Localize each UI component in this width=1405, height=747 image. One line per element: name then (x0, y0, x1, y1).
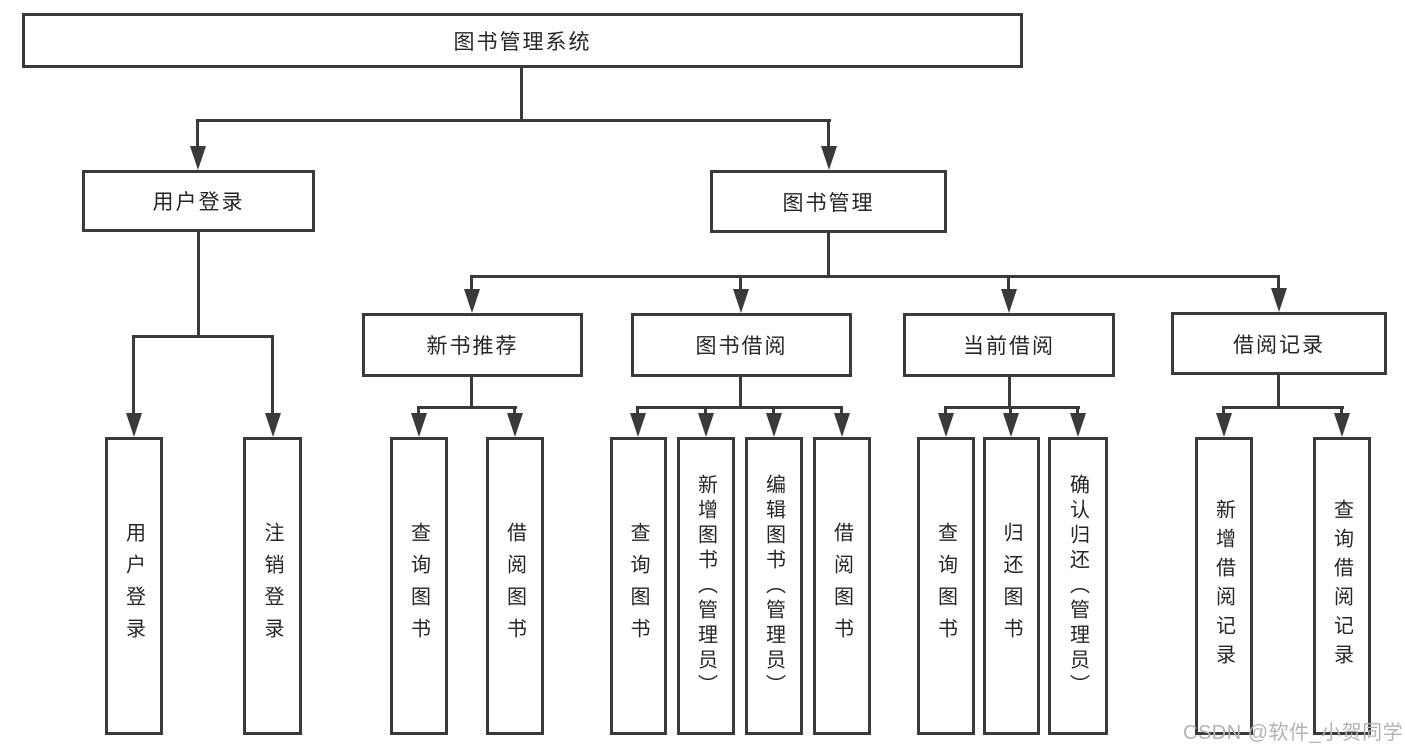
connector-line-h (470, 275, 1280, 278)
connector-line-v (271, 335, 274, 415)
connector-line-h (132, 335, 273, 338)
connector-line-h (417, 406, 517, 409)
connector-line-v (1340, 406, 1343, 416)
connector-line-v (1277, 275, 1280, 289)
connector-line-v (1009, 406, 1012, 416)
node-logout: 注销登录 (243, 437, 302, 735)
node-query-books-recommend: 查询图书 (390, 437, 448, 735)
connector-line-v (944, 406, 947, 416)
connector-line-v (520, 68, 523, 119)
node-user-login-leaf: 用户登录 (105, 437, 163, 735)
connector-line-v (772, 406, 775, 416)
connector-line-v (470, 275, 473, 290)
arrow-down-icon (698, 413, 714, 437)
connector-line-v (1008, 377, 1011, 406)
node-library-management-system: 图书管理系统 (22, 13, 1023, 68)
arrow-down-icon (507, 413, 523, 437)
node-borrow-books: 借阅图书 (813, 437, 871, 735)
connector-line-v (704, 406, 707, 416)
connector-line-v (132, 335, 135, 415)
arrow-down-icon (834, 413, 850, 437)
node-add-books-admin: 新增图书（管理员） (677, 437, 735, 735)
arrow-down-icon (630, 413, 646, 437)
connector-line-v (840, 406, 843, 416)
arrow-down-icon (1271, 288, 1287, 312)
node-query-borrowing-record: 查询借阅记录 (1313, 437, 1371, 735)
connector-line-v (196, 119, 199, 151)
connector-line-v (827, 233, 830, 275)
node-borrowing-records: 借阅记录 (1171, 312, 1387, 375)
arrow-down-icon (1001, 289, 1017, 313)
arrow-down-icon (265, 413, 281, 437)
connector-line-h (636, 406, 843, 409)
arrow-down-icon (1003, 413, 1019, 437)
connector-line-v (1222, 406, 1225, 416)
connector-line-v (1076, 406, 1079, 416)
arrow-down-icon (821, 146, 837, 170)
connector-line-v (417, 406, 420, 416)
arrow-down-icon (126, 413, 142, 437)
arrow-down-icon (1334, 413, 1350, 437)
arrow-down-icon (1070, 413, 1086, 437)
node-borrow-books-recommend: 借阅图书 (486, 437, 544, 735)
node-query-books-borrowing: 查询图书 (610, 437, 667, 735)
connector-line-v (827, 119, 830, 151)
arrow-down-icon (1216, 413, 1232, 437)
node-book-management: 图书管理 (710, 170, 947, 233)
arrow-down-icon (733, 289, 749, 313)
node-query-books-current: 查询图书 (917, 437, 975, 735)
connector-line-v (636, 406, 639, 416)
node-user-login: 用户登录 (82, 170, 315, 232)
node-current-borrowing: 当前借阅 (903, 313, 1115, 377)
connector-line-v (1277, 375, 1280, 406)
arrow-down-icon (464, 289, 480, 313)
connector-line-v (197, 232, 200, 335)
arrow-down-icon (190, 146, 206, 170)
connector-line-v (739, 377, 742, 406)
connector-line-v (513, 406, 516, 416)
node-return-books: 归还图书 (983, 437, 1040, 735)
arrow-down-icon (766, 413, 782, 437)
connector-line-v (739, 275, 742, 290)
connector-line-v (470, 377, 473, 406)
arrow-down-icon (938, 413, 954, 437)
node-new-book-recommendation: 新书推荐 (362, 313, 583, 377)
node-edit-books-admin: 编辑图书（管理员） (745, 437, 803, 735)
arrow-down-icon (411, 413, 427, 437)
node-book-borrowing: 图书借阅 (631, 313, 852, 377)
node-add-borrowing-record: 新增借阅记录 (1195, 437, 1253, 735)
connector-line-h (944, 406, 1080, 409)
node-confirm-return-admin: 确认归还（管理员） (1048, 437, 1108, 735)
connector-line-h (197, 119, 831, 122)
connector-line-v (1007, 275, 1010, 290)
csdn-watermark: CSDN @软件_小贺同学 (1183, 722, 1404, 744)
connector-line-h (1222, 406, 1344, 409)
